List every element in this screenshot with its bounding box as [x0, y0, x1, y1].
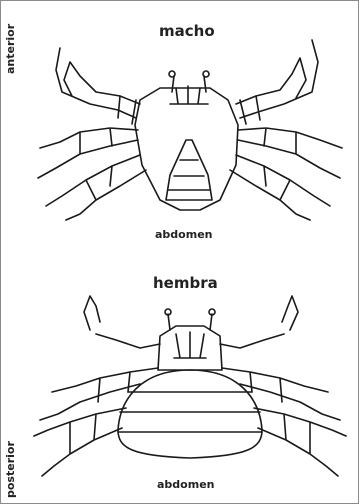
male-left-claw — [56, 48, 140, 118]
male-carapace — [135, 88, 238, 210]
male-abdomen — [166, 140, 212, 200]
male-right-claw — [236, 40, 318, 118]
posterior-label: posterior — [4, 441, 17, 498]
male-right-cheliped — [240, 96, 260, 124]
male-eye-right — [203, 71, 209, 77]
female-right-legs — [222, 368, 346, 476]
female-abdomen — [118, 370, 262, 458]
male-eye-left — [169, 71, 175, 77]
female-abdomen-segments — [118, 392, 262, 432]
female-title: hembra — [153, 274, 218, 292]
female-crab — [34, 296, 346, 476]
male-rostrum — [172, 76, 206, 92]
male-left-legs — [38, 128, 146, 220]
male-abdomen-label: abdomen — [155, 228, 212, 241]
male-right-legs — [230, 128, 342, 220]
female-left-legs — [34, 368, 158, 476]
anterior-label: anterior — [4, 24, 17, 74]
female-front-inner — [174, 332, 206, 358]
female-left-claw — [84, 296, 160, 348]
male-left-cheliped — [118, 96, 136, 124]
female-right-claw — [220, 296, 298, 348]
male-title: macho — [159, 22, 215, 40]
female-abdomen-label: abdomen — [157, 478, 214, 491]
male-crab — [38, 40, 342, 220]
